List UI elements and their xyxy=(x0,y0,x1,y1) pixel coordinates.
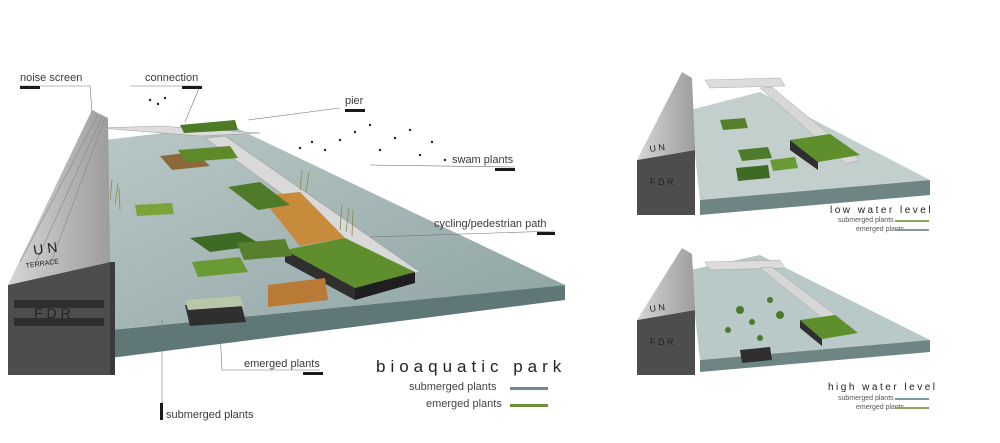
high-building-base xyxy=(637,310,695,375)
fdr-label: F D R xyxy=(34,305,71,321)
low-legend-swatch-1 xyxy=(895,229,929,231)
green-roof xyxy=(285,238,415,288)
planter-7 xyxy=(178,146,238,162)
planter-4 xyxy=(237,239,292,260)
terrace-label: TERRACE xyxy=(25,258,59,270)
main-axonometric-drawing: U N TERRACE F D R xyxy=(8,85,565,405)
connection-bridge xyxy=(99,125,261,137)
green-roof-side xyxy=(285,250,355,300)
low-legend-label-1: emerged plants xyxy=(856,226,905,233)
connection-label: connection xyxy=(145,72,199,84)
planter-5 xyxy=(135,203,174,216)
main-legend-label-0: submerged plants xyxy=(409,381,497,393)
high-legend-swatch-0 xyxy=(895,398,929,400)
noise-screen-underline xyxy=(20,86,40,89)
emerged-plants-label: emerged plants xyxy=(244,358,320,370)
planter-3 xyxy=(192,257,248,277)
swam-plants-underline xyxy=(495,168,515,171)
emerged-plants-underline xyxy=(303,372,323,375)
high-legend-swatch-1 xyxy=(895,407,929,409)
main-legend-label-1: emerged plants xyxy=(426,398,502,410)
low-water-title: low water level xyxy=(830,205,934,216)
pier-label: pier xyxy=(345,95,364,107)
high-legend-label-1: emerged plants xyxy=(856,404,905,411)
main-legend-swatch-1 xyxy=(510,404,548,407)
submerged-plants-label: submerged plants xyxy=(166,409,254,421)
low-fdr-label: F D R xyxy=(650,177,674,187)
swam-plants-label: swam plants xyxy=(452,154,514,166)
low-noise-screen xyxy=(637,72,695,160)
noise-screen-roof xyxy=(8,110,110,285)
pier-underline xyxy=(345,109,365,112)
high-water-drawing: U N F D R xyxy=(637,248,930,375)
low-water-drawing: U N F D R xyxy=(637,72,930,215)
cycling-path-underline xyxy=(537,232,555,235)
cycling-path-label: cycling/pedestrian path xyxy=(434,218,547,230)
water-slab-side xyxy=(110,285,565,358)
high-fdr-label: F D R xyxy=(650,337,674,347)
low-un-label: U N xyxy=(649,142,666,154)
connection-underline xyxy=(182,86,202,89)
noise-screen-label: noise screen xyxy=(20,72,83,84)
submerged-plants-marker xyxy=(160,403,163,420)
low-building-base xyxy=(637,150,695,215)
main-title: bioaquatic park xyxy=(376,357,567,376)
high-noise-screen xyxy=(637,248,695,320)
low-legend-label-0: submerged plants xyxy=(838,217,894,224)
high-legend-label-0: submerged plants xyxy=(838,395,894,402)
low-legend-swatch-0 xyxy=(895,220,929,222)
high-water-title: high water level xyxy=(828,382,938,393)
planter-8 xyxy=(180,120,238,133)
high-un-label: U N xyxy=(649,302,666,314)
planter-1 xyxy=(228,182,290,210)
building-base-side xyxy=(110,262,115,375)
un-label: U N xyxy=(32,239,58,258)
main-legend-swatch-0 xyxy=(510,387,548,390)
